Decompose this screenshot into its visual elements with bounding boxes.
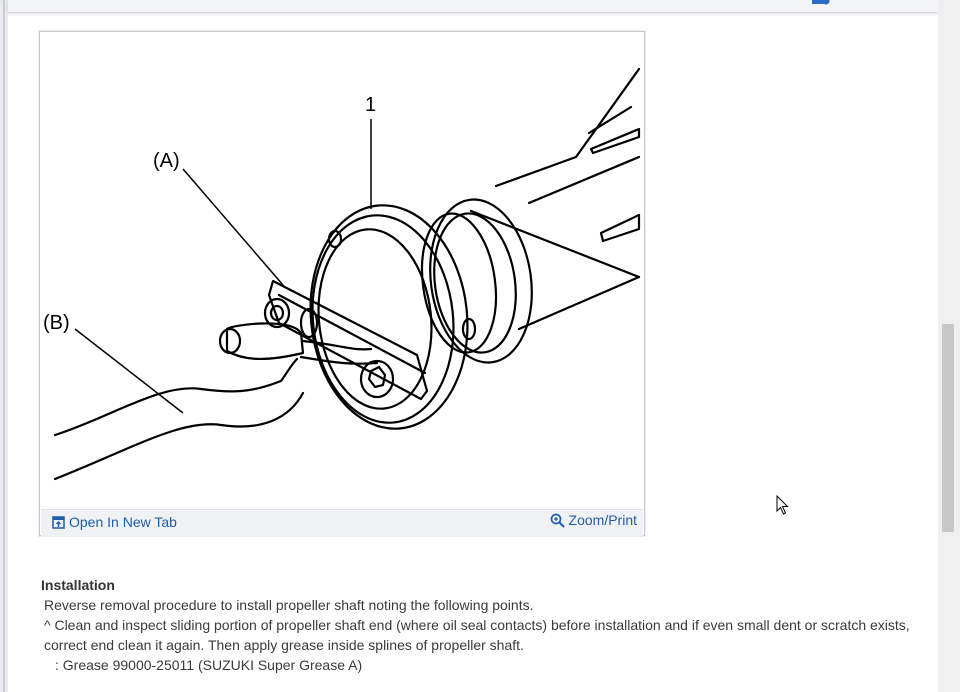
- top-header-bar: [8, 0, 938, 13]
- callout-b: (B): [43, 312, 70, 334]
- instruction-line: Reverse removal procedure to install pro…: [44, 597, 534, 613]
- installation-section: Installation Reverse removal procedure t…: [41, 575, 921, 675]
- callout-1: 1: [365, 94, 376, 116]
- zoom-print-link[interactable]: Zoom/Print: [550, 512, 637, 528]
- open-in-new-tab-label: Open In New Tab: [69, 514, 177, 530]
- propeller-shaft-illustration[interactable]: 1 (A) (B): [41, 33, 643, 507]
- magnifier-icon: [550, 513, 565, 528]
- header-icon[interactable]: [812, 0, 830, 5]
- scrollbar-thumb[interactable]: [942, 324, 954, 532]
- grease-spec: : Grease 99000-25011 (SUZUKI Super Greas…: [55, 657, 363, 673]
- figure-toolbar: Open In New Tab Zoom/Print: [41, 509, 643, 536]
- figure-container: 1 (A) (B) Open In New Tab Zoom/Print: [39, 31, 645, 536]
- left-window-edge: [0, 0, 8, 692]
- callout-a: (A): [153, 150, 180, 172]
- zoom-print-label: Zoom/Print: [568, 512, 637, 528]
- mouse-pointer-icon: [776, 495, 789, 515]
- open-in-new-tab-icon: [52, 515, 65, 529]
- instruction-detail: ^ Clean and inspect sliding portion of p…: [44, 617, 910, 653]
- open-in-new-tab-link[interactable]: Open In New Tab: [52, 514, 177, 530]
- section-heading: Installation: [41, 577, 115, 593]
